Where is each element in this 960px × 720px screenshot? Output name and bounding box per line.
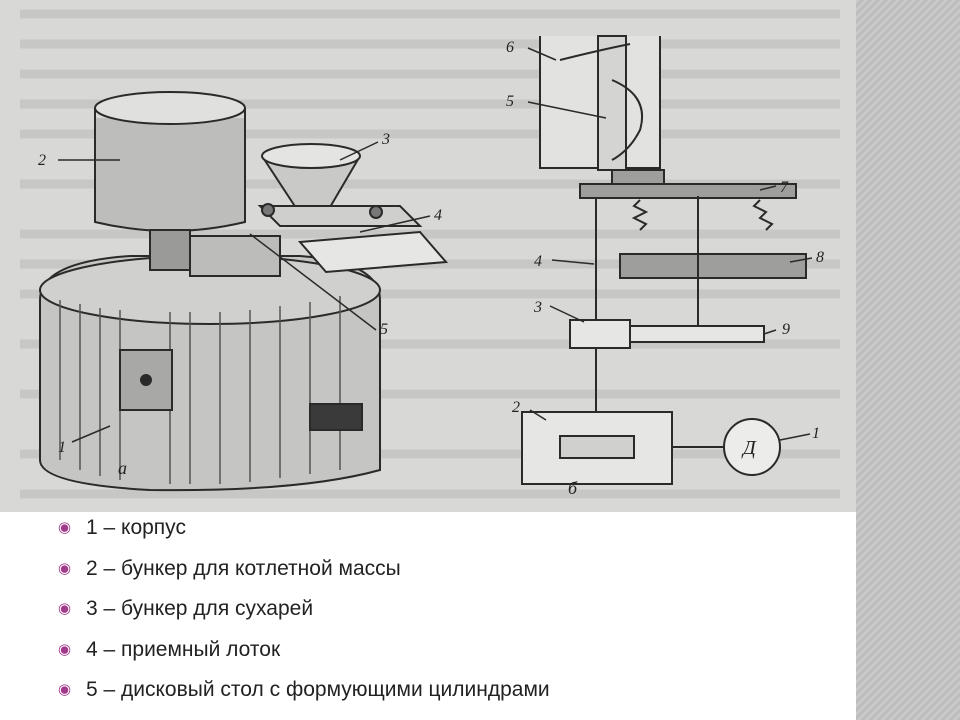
kinematic-scheme <box>521 35 807 485</box>
part-number-a-1: 1 <box>58 439 66 456</box>
legend-item-text: 1 – корпус <box>86 516 186 539</box>
legend-item: ◉ 5 – дисковый стол с формующими цилиндра… <box>58 670 838 711</box>
scanned-figure: 2 3 4 5 1 а <box>0 0 856 512</box>
bullet-icon: ◉ <box>58 600 72 617</box>
decorative-side-stripe <box>856 0 960 720</box>
legend-item: ◉ 3 – бункер для сухарей <box>58 589 838 630</box>
parts-legend: ◉ 1 – корпус ◉ 2 – бункер для котлетной ма… <box>58 508 838 711</box>
part-number-b-1: 1 <box>812 425 820 442</box>
scheme-leader-lines <box>527 47 813 441</box>
machine-illustration <box>39 91 449 492</box>
bullet-icon: ◉ <box>58 681 72 698</box>
legend-item: ◉ 2 – бункер для котлетной массы <box>58 549 838 590</box>
bullet-icon: ◉ <box>58 640 72 658</box>
part-number-a-5: 5 <box>380 321 388 338</box>
figure-label-a: а <box>118 458 127 478</box>
part-number-b-6: 6 <box>506 39 514 56</box>
part-number-b-5: 5 <box>506 93 514 110</box>
part-number-b-9: 9 <box>782 321 790 338</box>
part-number-b-7: 7 <box>780 179 789 196</box>
legend-item: ◉ 1 – корпус <box>58 508 838 549</box>
machine-diagram: 2 3 4 5 1 а <box>20 9 840 499</box>
motor-label: Д <box>741 437 757 459</box>
legend-item-text: 5 – дисковый стол с формующими цилиндрам… <box>86 678 550 701</box>
legend-item-text: 2 – бункер для котлетной массы <box>86 556 401 580</box>
part-number-a-2: 2 <box>38 152 46 169</box>
part-number-a-3: 3 <box>381 131 390 148</box>
bullet-icon: ◉ <box>58 559 72 577</box>
figure-label-b: б <box>568 478 578 498</box>
leader-lines <box>58 141 431 443</box>
legend-item: ◉ 4 – приемный лоток <box>58 630 838 671</box>
part-number-b-8: 8 <box>816 249 824 266</box>
part-number-b-2: 2 <box>512 399 520 416</box>
part-number-a-4: 4 <box>434 207 442 224</box>
legend-item-text: 4 – приемный лоток <box>86 637 281 661</box>
part-number-b-3: 3 <box>533 299 542 316</box>
bullet-icon: ◉ <box>58 519 72 536</box>
legend-item-text: 3 – бункер для сухарей <box>86 597 314 620</box>
part-number-b-4: 4 <box>534 253 542 270</box>
